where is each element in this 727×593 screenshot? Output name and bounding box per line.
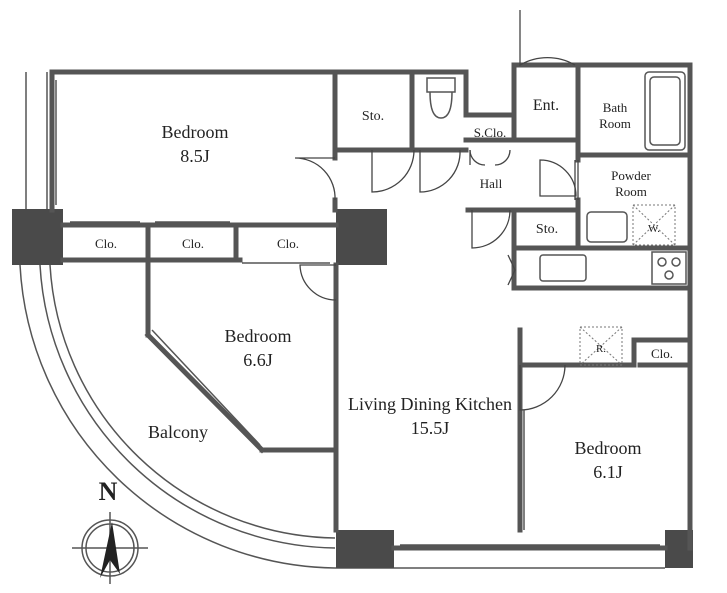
powder-room-label-1: Powder: [611, 168, 651, 183]
closet-label-4: Clo.: [651, 346, 673, 361]
walls: [49, 62, 693, 551]
bathtub-inner: [649, 76, 681, 146]
closet-label-1: Clo.: [95, 236, 117, 251]
closet-label-2: Clo.: [182, 236, 204, 251]
kitchen-sink: [539, 254, 587, 282]
pillar-south: [336, 530, 394, 568]
compass-icon: [72, 512, 148, 584]
pillar-center: [336, 209, 387, 265]
storage-mid-label: Sto.: [536, 222, 558, 237]
bath-room-label-2: Room: [599, 116, 631, 131]
pillar-west: [12, 209, 63, 265]
hall-label: Hall: [480, 176, 503, 191]
powder-sink: [586, 211, 628, 243]
room-size-bedroom-nw: 8.5J: [180, 146, 210, 166]
entrance-label: Ent.: [533, 97, 559, 114]
room-name-bedroom-w: Bedroom: [225, 326, 292, 346]
washer-label: W.: [648, 223, 660, 235]
bath-room-label-1: Bath: [603, 100, 628, 115]
room-size-bedroom-se: 6.1J: [593, 462, 623, 482]
powder-room-label-2: Room: [615, 184, 647, 199]
room-size-bedroom-w: 6.6J: [243, 350, 273, 370]
compass-north-label: N: [99, 477, 118, 506]
balcony-label: Balcony: [148, 422, 208, 442]
toilet: [426, 77, 456, 119]
shoe-closet-label: S.Clo.: [474, 125, 507, 140]
stove: [651, 251, 687, 285]
room-name-ldk: Living Dining Kitchen: [348, 394, 512, 414]
room-size-ldk: 15.5J: [411, 418, 450, 438]
closet-sliders: [55, 80, 660, 546]
washer-space: [632, 204, 676, 246]
room-name-bedroom-se: Bedroom: [575, 438, 642, 458]
doors: [294, 10, 579, 411]
room-name-bedroom-nw: Bedroom: [162, 122, 229, 142]
storage-top-label: Sto.: [362, 109, 384, 124]
fridge-label: R.: [596, 343, 606, 355]
closet-label-3: Clo.: [277, 236, 299, 251]
fridge-space: [579, 326, 623, 366]
